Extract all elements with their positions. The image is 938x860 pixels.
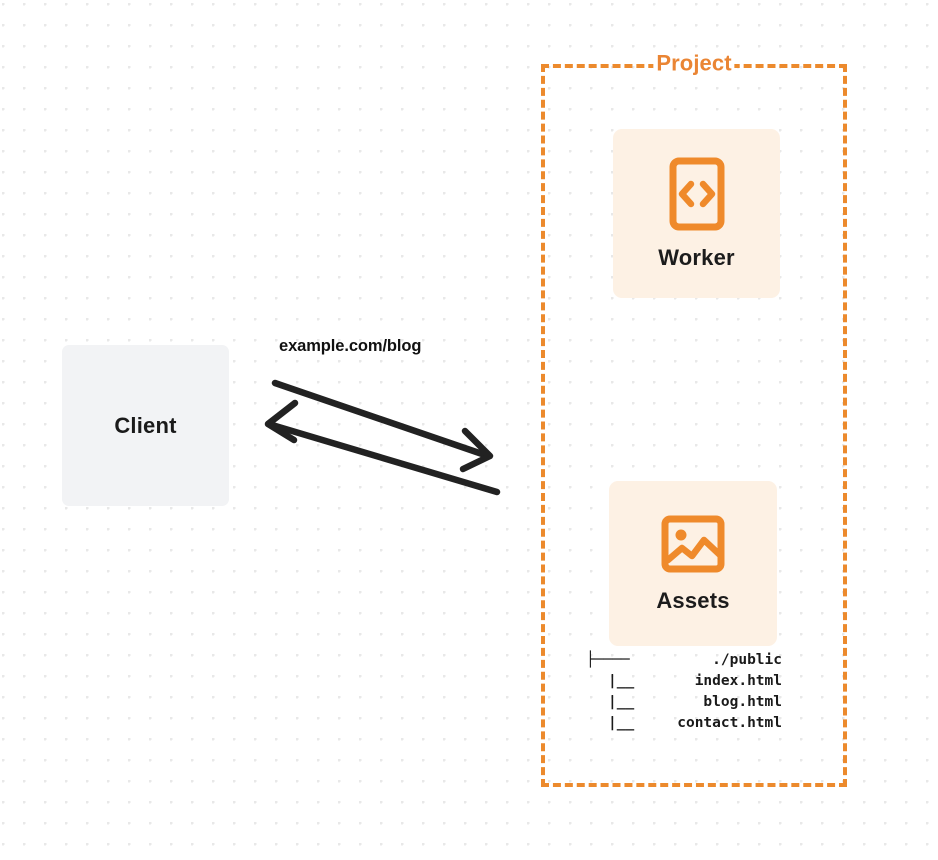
assets-file-tree: ├──── ./public |__ index.html |__ blog.h… — [586, 650, 782, 734]
request-arrow — [271, 379, 494, 473]
tree-item-name: blog.html — [703, 694, 782, 710]
tree-branch-glyph: ├──── — [586, 652, 630, 668]
worker-node[interactable]: Worker — [613, 129, 780, 298]
tree-branch-glyph: |__ — [608, 715, 635, 731]
file-tree-row: |__ index.html — [586, 671, 782, 692]
file-tree-row: |__ contact.html — [586, 713, 782, 734]
project-container: Project — [541, 50, 847, 787]
assets-node-label: Assets — [656, 587, 730, 613]
code-brackets-icon — [669, 157, 724, 230]
response-arrow — [264, 399, 501, 496]
project-title: Project — [653, 50, 735, 77]
connection-label: example.com/blog — [279, 337, 422, 355]
file-tree-row: |__ blog.html — [586, 692, 782, 713]
file-tree-row: ├──── ./public — [586, 650, 782, 671]
tree-item-name: index.html — [694, 673, 782, 689]
client-node[interactable]: Client — [62, 345, 229, 506]
assets-node[interactable]: Assets — [609, 481, 777, 646]
worker-node-label: Worker — [658, 244, 735, 270]
tree-item-name: contact.html — [677, 715, 782, 731]
client-node-label: Client — [114, 412, 177, 438]
tree-item-name: ./public — [712, 652, 782, 668]
connection-arrows — [264, 379, 501, 496]
image-icon — [661, 515, 725, 572]
tree-branch-glyph: |__ — [608, 694, 635, 710]
tree-branch-glyph: |__ — [608, 673, 635, 689]
